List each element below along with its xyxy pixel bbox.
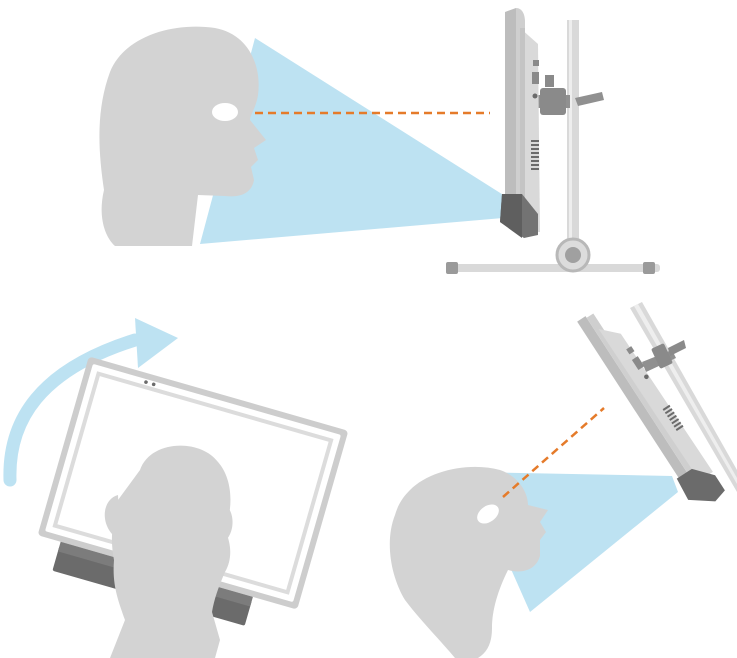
head-profile-icon (99, 26, 266, 246)
floor-stand-icon (446, 20, 660, 274)
panel-rotation (3, 318, 348, 658)
eye-icon (212, 103, 238, 121)
tilted-monitor-icon (577, 313, 725, 502)
rotate-arrow-icon (3, 318, 178, 487)
head-back-icon (104, 445, 233, 658)
head-upward-profile-icon (389, 466, 548, 658)
eye-icon-tilted (477, 504, 499, 524)
panel-side-view (99, 8, 660, 274)
panel-tilted-view (389, 302, 737, 658)
eye-tracker-monitor-icon (500, 8, 540, 238)
gaze-line-tilted (502, 407, 605, 498)
tilted-stand-icon (630, 302, 737, 492)
gaze-cone (200, 38, 505, 244)
